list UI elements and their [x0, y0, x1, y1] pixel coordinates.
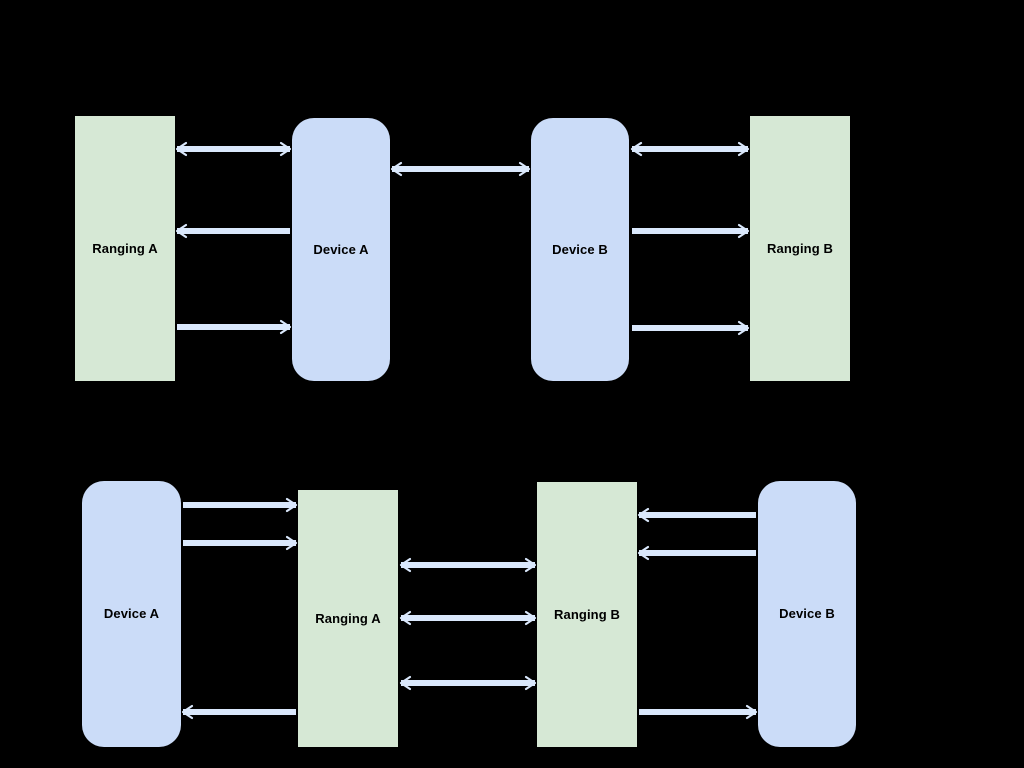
node-label: Device B	[552, 241, 608, 257]
node-label: Device A	[103, 606, 160, 622]
node-top-ranging-b[interactable]: Ranging B	[750, 116, 850, 381]
node-bot-ranging-a[interactable]: Ranging A	[298, 490, 398, 747]
node-label: Ranging A	[92, 240, 158, 256]
node-top-device-a[interactable]: Device A	[292, 118, 390, 381]
node-label: Ranging B	[554, 606, 620, 622]
node-bot-device-b[interactable]: Device B	[758, 481, 856, 747]
node-label: Ranging B	[767, 240, 833, 256]
bottom-diagram-edges	[181, 497, 758, 720]
top-diagram-edges	[175, 141, 750, 336]
node-bot-ranging-b[interactable]: Ranging B	[537, 482, 637, 747]
node-top-ranging-a[interactable]: Ranging A	[75, 116, 175, 381]
node-top-device-b[interactable]: Device B	[531, 118, 629, 381]
node-bot-device-a[interactable]: Device A	[82, 481, 181, 747]
node-label: Device A	[313, 241, 369, 257]
node-label: Device B	[779, 606, 835, 622]
node-label: Ranging A	[315, 610, 381, 626]
